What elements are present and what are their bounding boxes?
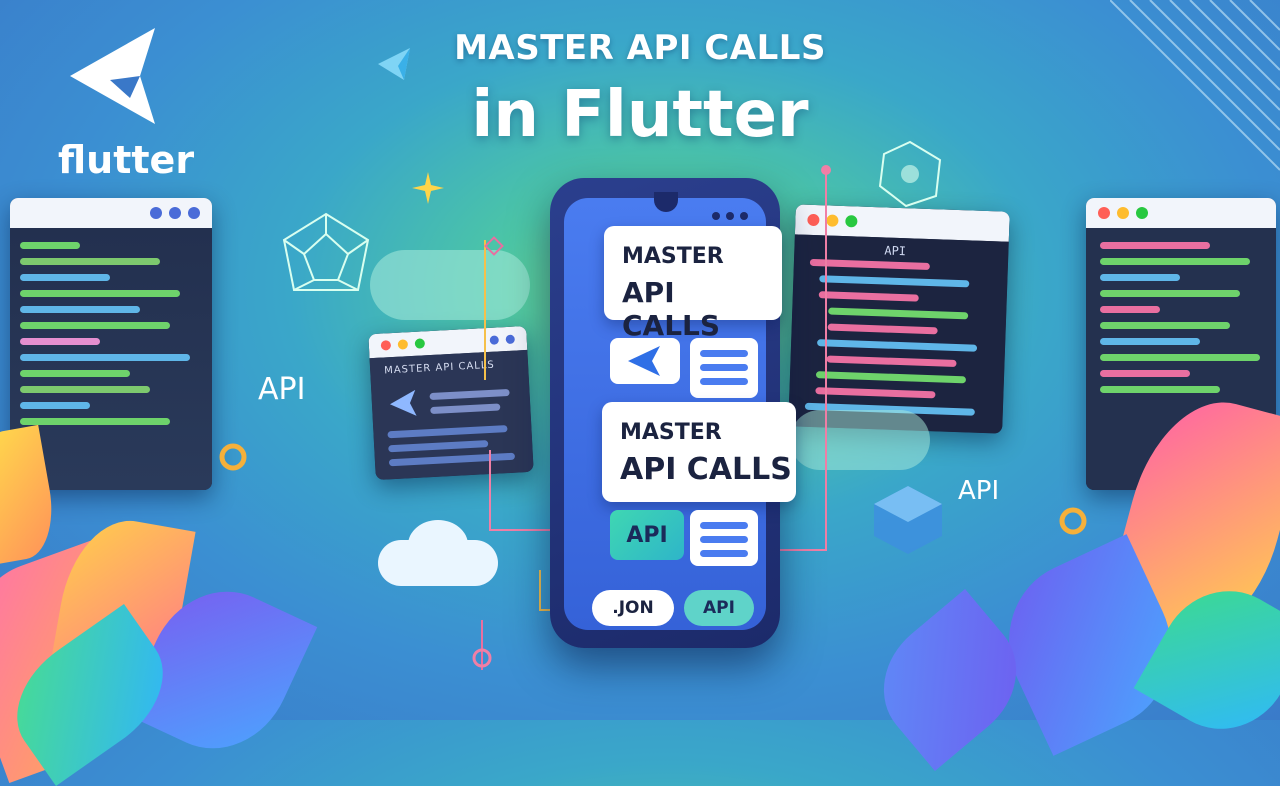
window-dot-red <box>380 340 392 351</box>
left-code-window <box>10 198 212 490</box>
window-dot-red <box>1098 207 1110 219</box>
flutter-wordmark: flutter <box>58 138 195 182</box>
headline-card-2: MASTER API CALLS <box>602 402 796 502</box>
icosahedron-icon <box>282 212 370 291</box>
sparkle-icon <box>412 172 444 204</box>
json-pill[interactable]: .JON <box>592 590 674 626</box>
far-right-code-window <box>1086 198 1276 490</box>
window-dot-green <box>1136 207 1148 219</box>
cloud <box>790 410 930 470</box>
decorative-stripes <box>1110 0 1280 171</box>
cloud <box>408 520 468 570</box>
headline-card: MASTER API CALLS <box>604 226 782 342</box>
phone-notch <box>654 192 678 212</box>
window-dot-yellow <box>397 339 409 350</box>
json-pill-label: .JON <box>612 598 654 618</box>
floating-api-label: API <box>958 476 1000 506</box>
wireframe-shape-icon <box>878 140 942 208</box>
flutter-logo-icon <box>70 28 155 124</box>
api-chip[interactable]: API <box>610 510 684 560</box>
api-chip-label: API <box>626 522 668 548</box>
floating-api-label: API <box>258 372 306 407</box>
flutter-tile[interactable] <box>610 338 680 384</box>
phone-dots <box>712 212 748 220</box>
window-dot <box>169 207 181 219</box>
right-window-title: API <box>884 243 907 259</box>
card-line2: API CALLS <box>620 452 792 487</box>
headline-line1: MASTER API CALLS <box>454 28 826 68</box>
flutter-icon <box>628 346 660 376</box>
card-line1: MASTER <box>622 244 724 269</box>
diamond-icon <box>484 236 504 256</box>
api-pill[interactable]: API <box>684 590 754 626</box>
connector-lines <box>472 165 831 670</box>
ring-icon <box>1059 507 1087 535</box>
text-lines-tile-2 <box>690 510 758 566</box>
flutter-mini-icon <box>389 389 417 416</box>
card-line2: API CALLS <box>622 276 721 342</box>
api-pill-label: API <box>703 598 735 618</box>
window-dot-yellow <box>1117 207 1129 219</box>
triangle-icon <box>378 48 410 80</box>
card-line1: MASTER <box>620 420 722 445</box>
window-dot <box>188 207 200 219</box>
cube-icon <box>874 486 942 554</box>
text-lines-tile <box>690 338 758 398</box>
ring-icon <box>219 443 247 471</box>
small-code-window: MASTER API CALLS <box>368 325 534 481</box>
headline-line2: in Flutter <box>471 78 809 152</box>
cloud <box>370 250 530 320</box>
window-dot <box>150 207 162 219</box>
